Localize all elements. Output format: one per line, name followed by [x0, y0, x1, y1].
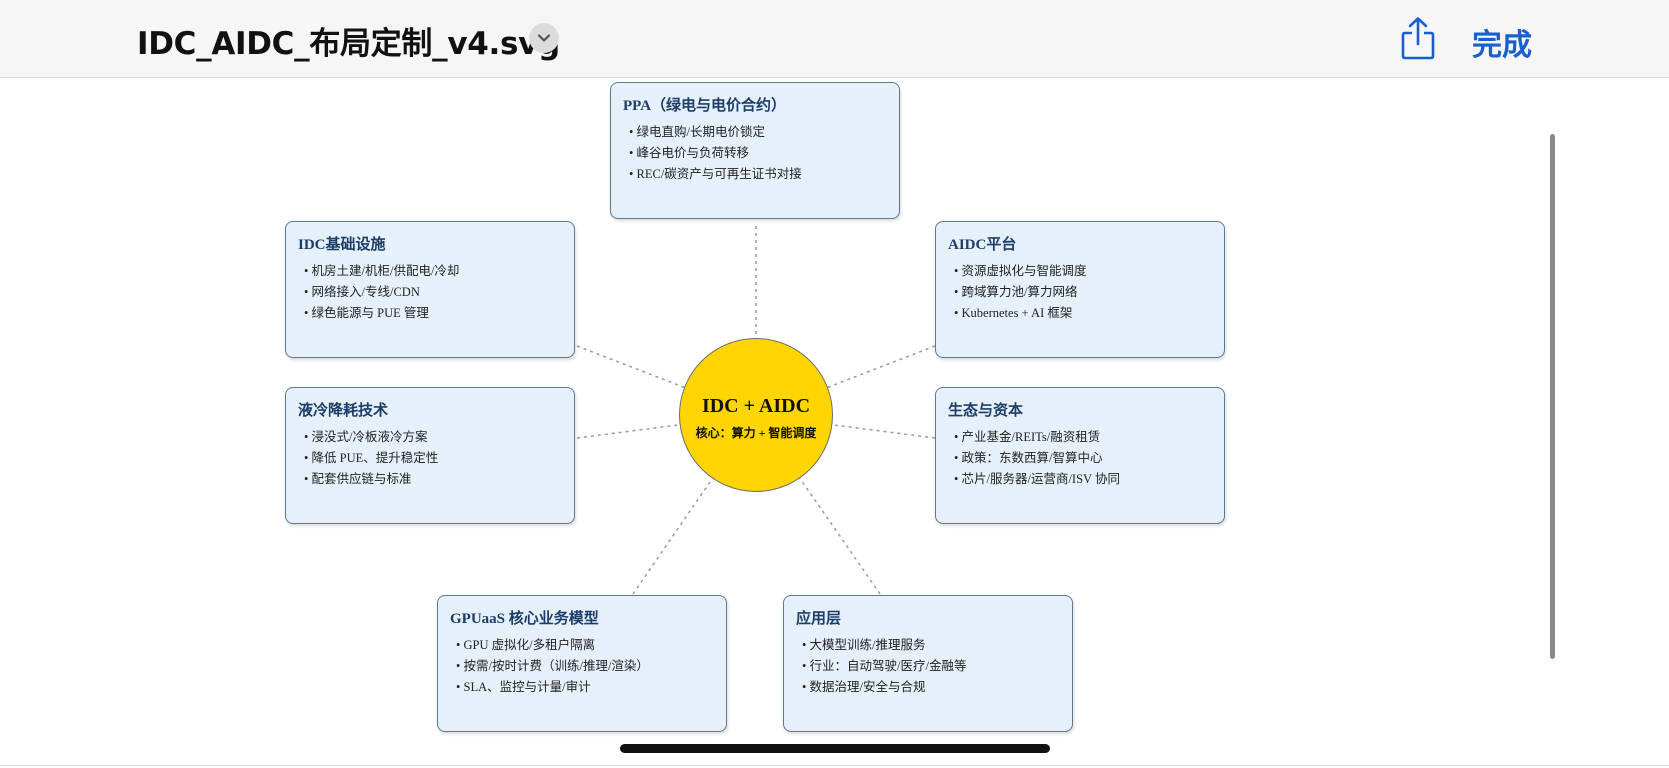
node-title: 生态与资本 [948, 403, 1024, 419]
node-item: 配套供应链与标准 [298, 469, 562, 490]
node-item: REC/碳资产与可再生证书对接 [623, 164, 887, 185]
node-item: 峰谷电价与负荷转移 [623, 143, 887, 164]
share-button[interactable] [1398, 15, 1438, 61]
node-item: 数据治理/安全与合规 [796, 677, 1060, 698]
node-idc-infrastructure: IDC基础设施 机房土建/机柜/供配电/冷却 网络接入/专线/CDN 绿色能源与… [285, 221, 575, 358]
node-item: 资源虚拟化与智能调度 [948, 261, 1212, 282]
center-subtitle: 核心：算力 + 智能调度 [695, 426, 817, 440]
node-item: 绿电直购/长期电价锁定 [623, 122, 887, 143]
node-item: 绿色能源与 PUE 管理 [298, 303, 562, 324]
node-application-layer: 应用层 大模型训练/推理服务 行业：自动驾驶/医疗/金融等 数据治理/安全与合规 [783, 595, 1073, 732]
vertical-scrollbar[interactable] [1550, 134, 1555, 659]
node-item: 行业：自动驾驶/医疗/金融等 [796, 656, 1060, 677]
node-title: GPUaaS 核心业务模型 [450, 611, 599, 627]
node-title: 应用层 [796, 611, 842, 627]
chevron-down-icon [537, 34, 551, 42]
node-gpuaas: GPUaaS 核心业务模型 GPU 虚拟化/多租户隔离 按需/按时计费（训练/推… [437, 595, 727, 732]
node-title: 液冷降耗技术 [298, 403, 389, 419]
node-item: 芯片/服务器/运营商/ISV 协同 [948, 469, 1212, 490]
home-indicator[interactable] [620, 744, 1050, 753]
node-ppa: PPA（绿电与电价合约） 绿电直购/长期电价锁定 峰谷电价与负荷转移 REC/碳… [610, 82, 900, 219]
node-title: AIDC平台 [948, 237, 1017, 253]
connector-cooling [576, 414, 757, 439]
node-liquid-cooling: 液冷降耗技术 浸没式/冷板液冷方案 降低 PUE、提升稳定性 配套供应链与标准 [285, 387, 575, 524]
top-toolbar: IDC_AIDC_布局定制_v4.svg 完成 [0, 0, 1669, 78]
share-icon [1401, 17, 1435, 60]
node-item: 产业基金/REITs/融资租赁 [948, 427, 1212, 448]
node-title: PPA（绿电与电价合约） [623, 98, 787, 114]
connector-application [755, 414, 881, 595]
file-title: IDC_AIDC_布局定制_v4.svg [137, 26, 560, 62]
connector-gpuaas [632, 414, 757, 595]
node-item: 按需/按时计费（训练/推理/渲染） [450, 656, 714, 677]
node-item: 跨域算力池/算力网络 [948, 282, 1212, 303]
diagram-canvas: PPA（绿电与电价合约） 绿电直购/长期电价锁定 峰谷电价与负荷转移 REC/碳… [0, 78, 1669, 768]
node-item: 机房土建/机柜/供配电/冷却 [298, 261, 562, 282]
node-item: 大模型训练/推理服务 [796, 635, 1060, 656]
bottom-divider [0, 765, 1669, 766]
done-button[interactable]: 完成 [1472, 28, 1532, 63]
node-aidc-platform: AIDC平台 资源虚拟化与智能调度 跨域算力池/算力网络 Kubernetes … [935, 221, 1225, 358]
node-item: 政策：东数西算/智算中心 [948, 448, 1212, 469]
connector-ecosystem [755, 414, 936, 439]
connector-lines [576, 226, 936, 595]
node-item: 降低 PUE、提升稳定性 [298, 448, 562, 469]
node-ecosystem-capital: 生态与资本 产业基金/REITs/融资租赁 政策：东数西算/智算中心 芯片/服务… [935, 387, 1225, 524]
node-item: SLA、监控与计量/审计 [450, 677, 714, 698]
node-item: Kubernetes + AI 框架 [948, 303, 1212, 324]
node-item: 网络接入/专线/CDN [298, 282, 562, 303]
node-item: 浸没式/冷板液冷方案 [298, 427, 562, 448]
node-item: GPU 虚拟化/多租户隔离 [450, 635, 714, 656]
title-menu-button[interactable] [529, 23, 559, 53]
node-title: IDC基础设施 [298, 237, 386, 253]
center-title: IDC + AIDC [701, 395, 811, 417]
center-node: IDC + AIDC 核心：算力 + 智能调度 [679, 338, 833, 492]
